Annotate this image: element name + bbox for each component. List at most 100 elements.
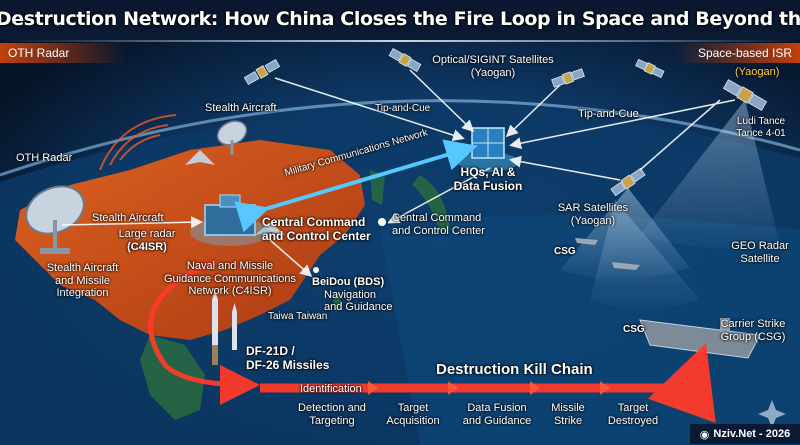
footer-credit: ◉ Nziv.Net - 2026 <box>690 424 800 444</box>
step-line2: Destroyed <box>607 414 659 427</box>
optical-line1: Optical/SIGINT Satellites <box>432 54 554 66</box>
kill-chain-chevrons <box>368 381 610 395</box>
carrier-line1: Carrier Strike <box>720 318 786 330</box>
satellite-icon <box>722 79 768 111</box>
label-df-missiles: DF-21D / DF-26 Missiles <box>246 344 330 373</box>
step-line2: and Guidance <box>462 414 532 427</box>
sar-line2: (Yaogan) <box>570 214 616 227</box>
kill-chain-step-2: Target Acquisition <box>378 402 448 427</box>
carrier-line2: Group (CSG) <box>720 330 786 343</box>
label-tip-cue-1: Tip-and-Cue <box>375 103 431 114</box>
large-radar-line1: Large radar <box>118 228 176 240</box>
satellite-icon <box>610 167 646 197</box>
ludi-line2: Tance 4-01 <box>736 127 786 139</box>
label-csg-left: CSG <box>554 246 576 257</box>
label-taiwan: Taiwa Taiwan <box>268 311 328 322</box>
sensor-beam <box>590 200 700 309</box>
stealth-aircraft-icon <box>185 150 215 165</box>
horizon-glow <box>0 99 800 177</box>
corner-left-text: OTH Radar <box>8 46 70 60</box>
sar-line1: SAR Satellites <box>557 202 629 214</box>
central-cmd-line1: Central Command <box>262 215 366 229</box>
corner-label-right: Space-based ISR <box>674 43 800 63</box>
stealth-missile-line2: and Missile <box>54 274 111 287</box>
label-stealth-missile: Stealth Aircraft and Missile Integration <box>30 262 135 300</box>
step-line1: Data Fusion <box>467 402 527 414</box>
satellite-icon <box>551 68 585 88</box>
step-line1: Target <box>617 402 649 414</box>
label-stealth-aircraft-mid: Stealth Aircraft <box>92 212 164 224</box>
carrier-ship-icon <box>639 318 761 359</box>
label-stealth-aircraft-top: Stealth Aircraft <box>205 102 277 114</box>
hq-line1: HQs, AI & <box>460 165 516 179</box>
df-line2: DF-26 Missiles <box>246 357 330 372</box>
stealth-missile-line1: Stealth Aircraft <box>46 262 119 274</box>
central-cmd2-line1: Central Command <box>392 212 482 224</box>
label-optical-sigint: Optical/SIGINT Satellites (Yaogan) <box>418 54 568 79</box>
missile-trajectory <box>148 259 260 405</box>
beidou-line3: and Guidance <box>324 301 393 314</box>
ship-icon <box>612 262 640 270</box>
large-radar-line2: (C4ISR) <box>127 240 167 253</box>
kill-chain-step-3: Data Fusion and Guidance <box>455 402 539 427</box>
label-tip-cue-2: Tip-and-Cue <box>578 108 639 120</box>
hq-line2: Data Fusion <box>453 178 523 193</box>
step-line2: Acquisition <box>386 414 440 427</box>
step-line1: Detection and <box>298 402 366 414</box>
label-naval-guidance: Naval and Missile Guidance Communication… <box>160 260 300 298</box>
geo-line2: Satellite <box>740 252 780 265</box>
corner-right-sub: (Yaogan) <box>735 66 780 78</box>
sparkle-icon <box>758 400 786 428</box>
corner-label-left: OTH Radar <box>0 43 126 63</box>
oth-radar-dish-icon <box>25 185 85 254</box>
naval-line2: Guidance Communications <box>163 272 297 285</box>
kill-chain-step-4: Missile Strike <box>540 402 596 427</box>
title-divider <box>0 40 800 42</box>
step-line1: Target <box>397 402 429 414</box>
beidou-line1: BeiDou (BDS) <box>312 276 385 288</box>
step-line1: Missile <box>551 402 585 414</box>
ludi-line1: Ludi Tance <box>736 116 786 127</box>
label-central-command: Central Command and Control Center <box>262 215 371 244</box>
footer-text: Nziv.Net - 2026 <box>713 428 791 440</box>
kill-chain-step-5: Target Destroyed <box>600 402 666 427</box>
corner-right-text: Space-based ISR <box>697 46 792 60</box>
beidou-line2: Navigation <box>324 288 376 301</box>
label-sar-satellites: SAR Satellites (Yaogan) <box>548 202 638 227</box>
missile-icon <box>212 290 237 350</box>
stealth-missile-line3: Integration <box>56 287 109 300</box>
label-central-command-2: Central Command and Control Center <box>392 212 485 237</box>
logo-icon: ◉ <box>699 428 710 441</box>
radar-waves-icon <box>99 114 177 171</box>
naval-line1: Naval and Missile <box>186 260 274 272</box>
satellite-icon <box>635 58 665 79</box>
step-line2: Targeting <box>309 414 355 427</box>
optical-line2: (Yaogan) <box>470 66 516 79</box>
kill-chain-arrow <box>260 343 716 423</box>
step-line2: Strike <box>553 414 583 427</box>
kill-chain-identification: Identification <box>300 383 362 395</box>
location-dot <box>313 267 319 273</box>
label-oth-radar: OTH Radar <box>16 152 73 164</box>
ship-icon <box>575 238 598 245</box>
satellite-icon <box>388 47 422 73</box>
label-large-radar: Large radar (C4ISR) <box>112 228 182 253</box>
naval-line3: Network (C4ISR) <box>188 285 272 298</box>
kill-chain-step-1: Detection and Targeting <box>290 402 374 427</box>
page-title: Beijing’s Destruction Network: How China… <box>0 0 800 40</box>
central-cmd-line2: and Control Center <box>262 228 371 243</box>
df-line1: DF-21D / <box>246 344 295 358</box>
kill-chain-title: Destruction Kill Chain <box>436 361 593 378</box>
label-csg-ship: CSG <box>623 324 645 335</box>
satellite-icon <box>243 58 281 86</box>
central-cmd2-line2: and Control Center <box>392 224 485 237</box>
label-hq-data-fusion: HQs, AI & Data Fusion <box>448 165 528 194</box>
military-comms-link <box>234 139 478 233</box>
label-beidou: BeiDou (BDS) Navigation and Guidance <box>312 276 393 314</box>
label-carrier-strike-group: Carrier Strike Group (CSG) <box>708 318 798 343</box>
geo-line1: GEO Radar <box>731 240 789 252</box>
label-ludi-tance: Ludi Tance Tance 4-01 <box>728 116 794 139</box>
sensor-beam <box>640 100 780 249</box>
